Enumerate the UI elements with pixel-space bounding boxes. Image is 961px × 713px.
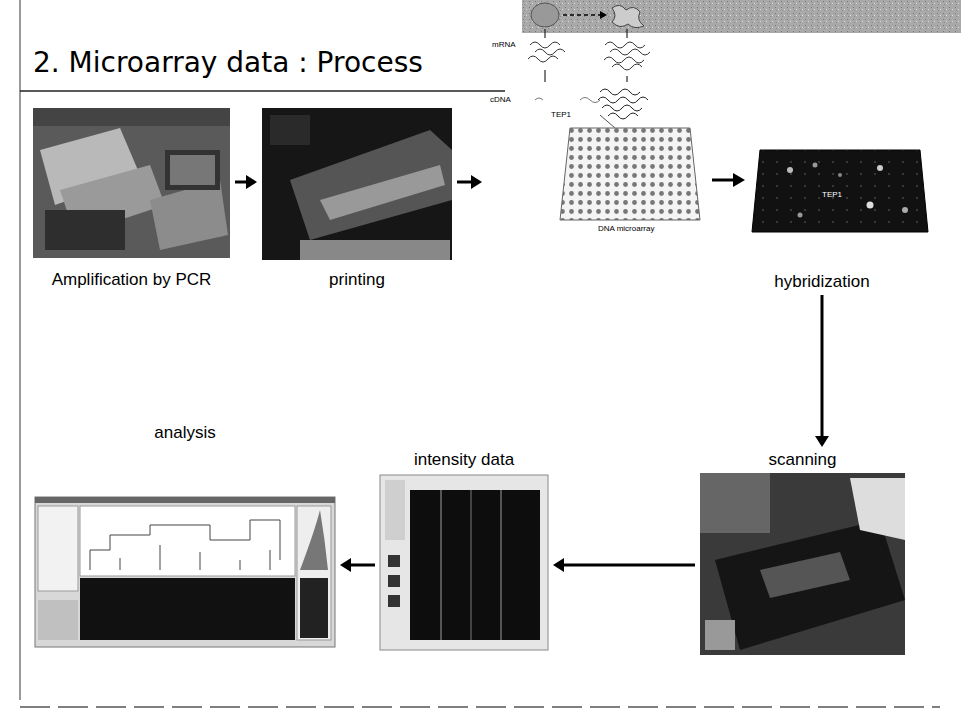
arrow-line	[562, 564, 695, 567]
illustration-label: TEP1	[822, 190, 842, 200]
pcr-photo	[33, 108, 230, 258]
flow-arrow	[235, 175, 257, 189]
step-caption: hybridization	[722, 272, 922, 292]
flow-arrow	[553, 558, 695, 572]
illustration-label: mRNA	[492, 40, 516, 50]
arrow-line	[349, 564, 375, 567]
flow-arrow	[815, 295, 829, 447]
arrow-head	[471, 175, 482, 189]
arrow-head	[815, 436, 829, 447]
illustration-label: TEP1	[551, 110, 571, 120]
step-caption: Amplification by PCR	[31, 270, 232, 290]
flow-arrow	[457, 175, 482, 189]
flow-arrow	[340, 558, 375, 572]
step-caption: printing	[260, 270, 454, 290]
banner	[522, 0, 961, 33]
analysis-screenshot	[35, 497, 335, 647]
intensity-screenshot	[380, 475, 548, 650]
printing-photo	[262, 108, 452, 260]
hybridization-illustration	[528, 3, 928, 232]
arrow-head	[553, 558, 564, 572]
illustration-label: DNA microarray	[598, 224, 654, 234]
process-step: intensity data	[378, 450, 550, 670]
arrow-head	[340, 558, 351, 572]
process-step: hybridization	[485, 10, 930, 292]
step-caption: scanning	[698, 450, 907, 470]
illustration-label: cDNA	[490, 95, 511, 105]
process-step: analysis	[33, 423, 337, 667]
step-caption: analysis	[33, 423, 337, 443]
step-caption: intensity data	[378, 450, 550, 470]
process-step: printing	[260, 108, 454, 290]
arrow-head	[246, 175, 257, 189]
process-step: scanning	[698, 450, 907, 675]
slide-title: 2. Microarray data : Process	[33, 46, 423, 79]
arrow-line	[821, 295, 824, 438]
process-step: Amplification by PCR	[31, 108, 232, 290]
arrow-line	[457, 181, 473, 184]
scanning-photo	[700, 473, 905, 655]
